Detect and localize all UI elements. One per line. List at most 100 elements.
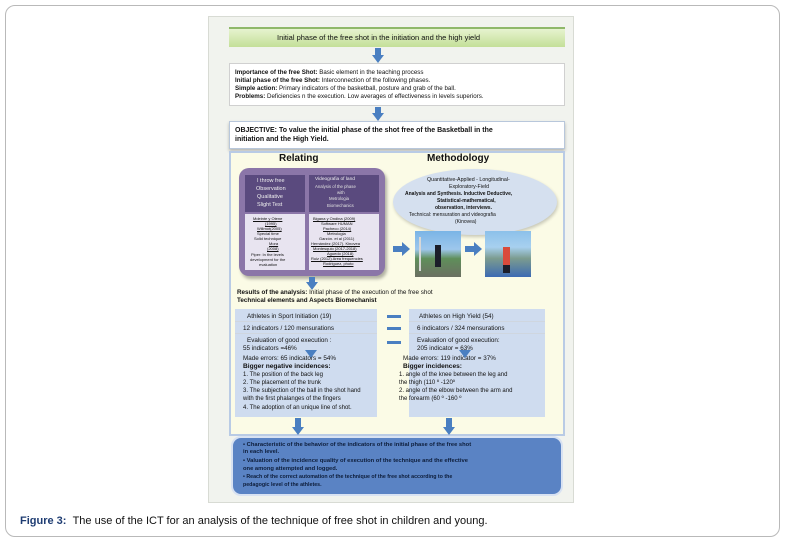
methodology-line-3: Analysis and Synthesis. Inductive Deduct… [405, 191, 513, 197]
relating-right-head-3: with [337, 190, 345, 195]
relating-left-body-4: Special time [257, 231, 279, 236]
relating-left-body-1: Mdeinte y Otene [253, 216, 283, 221]
left-indicators: 12 indicators / 120 mensurations [243, 325, 335, 332]
left-item-2: 2. The placement of the trunk [243, 380, 321, 386]
right-item-2: the thigh (110 º -120º [399, 380, 455, 386]
objective-line-2: initiation and the High Yield. [235, 136, 329, 143]
relating-right-head-5: Biomechanics [327, 203, 354, 208]
relating-left-body-2: (1995) [265, 221, 277, 226]
relating-left-body-10: evaluation [259, 262, 278, 267]
relating-right-body-9: Ruiz (2012) Area frequencies [311, 256, 363, 261]
relating-right-body [309, 214, 379, 270]
left-item-5: 4. The adoption of an unique line of sho… [243, 405, 352, 411]
relating-left-body-8: Piper: In the levels [251, 252, 284, 257]
left-errors: Made errors: 65 indicators = 54% [243, 355, 336, 362]
left-bigger: Bigger negative incidences: [243, 363, 331, 370]
divider [409, 321, 545, 322]
right-athletes: Athletes on High Yield (54) [419, 313, 494, 320]
arrow-down-icon [306, 282, 318, 290]
double-arrow-icon [387, 327, 401, 330]
intro-line-4: Problems: Deficiencies n the execution. … [235, 93, 484, 100]
arrow-down-icon [372, 113, 384, 121]
intro-line-2: Initial phase of the free Shot: Intercon… [235, 77, 431, 84]
arrow-stem [375, 48, 381, 56]
left-eval-2: 55 indicators =46% [243, 345, 297, 352]
relating-left-body-5: Solid technique [254, 236, 282, 241]
relating-left-head-1: I throw free [257, 178, 285, 184]
photo-figure [503, 247, 510, 267]
left-item-3: 3. The subjection of the ball in the sho… [243, 388, 361, 394]
divider [409, 333, 545, 334]
results-line-2: Technical elements and Aspects Biomechan… [237, 297, 377, 304]
methodology-oval [393, 169, 557, 235]
left-eval-1: Evaluation of good execution : [247, 337, 332, 344]
conclusion-box [231, 436, 563, 496]
methodology-line-1: Quantitative-Applied - Longitudinal- [427, 177, 510, 183]
left-comparison-column [235, 309, 377, 417]
methodology-title: Methodology [427, 153, 490, 164]
relating-right-body-3: Pacheco (2014) [323, 226, 352, 231]
caption-text: The use of the ICT for an analysis of th… [72, 515, 488, 527]
poster-header [229, 27, 565, 47]
photo-figure-legs [503, 265, 510, 273]
relating-right-head-4: Metrologia [329, 196, 350, 201]
header-title: Initial phase of the free shot in the in… [277, 33, 481, 42]
right-item-1: 1. angle of the knee between the leg and [399, 372, 508, 378]
divider [235, 333, 377, 334]
divider [235, 321, 377, 322]
results-line-1: Results of the analysis: Initial phase o… [237, 289, 433, 296]
relating-right-body-2: Software HUMAN [321, 221, 353, 226]
methodology-line-4: Statistical-mathematical, [437, 198, 496, 204]
right-bigger: Bigger incidences: [403, 363, 462, 370]
arrow-stem [446, 418, 452, 428]
arrow-stem [375, 107, 381, 114]
right-indicators: 6 indicators / 324 mensurations [417, 325, 505, 332]
right-item-3: 2. angle of the elbow between the arm an… [399, 388, 513, 394]
arrow-down-icon [372, 55, 384, 63]
arrow-down-icon [459, 350, 471, 358]
objective-line-1: OBJECTIVE: To value the initial phase of… [235, 127, 493, 134]
relating-left-body-3: Willmot(2005) [257, 226, 282, 231]
photo-court-2 [485, 231, 531, 277]
relating-right-head-2: Analysis of the phase [315, 184, 356, 189]
arrow-right-head [474, 242, 482, 256]
double-arrow-icon [387, 341, 401, 344]
intro-line-1: Importance of the free Shot: Basic eleme… [235, 69, 424, 76]
relating-right-body-6: Hernández (2017). Kinovea [311, 241, 360, 246]
relating-right-head-1: Videografia of land [315, 177, 355, 182]
conclusion-b3-2: pedagogic level of the athletes. [243, 482, 322, 488]
relating-right-body-1: Bigana y Ondina (2009) [313, 216, 356, 221]
conclusion-b2-2: one among attempted and logged. [243, 466, 338, 472]
relating-right-body-5: Garzón. et al (2011) [319, 236, 355, 241]
figure-caption: Figure 3: The use of the ICT for an anal… [20, 515, 488, 527]
conclusion-b2-1: • Valuation of the incidence quality of … [243, 458, 468, 464]
relating-right-head [309, 175, 379, 212]
arrow-down-icon [292, 427, 304, 435]
photo-post [419, 237, 421, 271]
arrow-right-icon [393, 246, 403, 252]
methodology-line-2: Exploratory-Field [449, 184, 490, 190]
arrow-right-head [402, 242, 410, 256]
relating-right-body-10: Rodriguez, photo [323, 261, 354, 266]
left-athletes: Athletes in Sport Initiation (19) [247, 313, 332, 320]
methodology-line-5: observation, interviews. [435, 205, 492, 211]
relating-left-body-9: development for the [250, 257, 286, 262]
right-item-4: the forearm (60 º -160 º [399, 396, 462, 402]
intro-box [229, 63, 565, 106]
relating-left-body-7: (2008) [267, 246, 279, 251]
relating-left-head-4: Slight Test [257, 202, 283, 208]
arrow-stem [309, 277, 315, 283]
photo-figure [435, 245, 441, 267]
left-item-1: 1. The position of the back leg [243, 372, 323, 378]
right-eval-2: 205 indicator = 63% [417, 345, 473, 352]
right-comparison-column [409, 309, 545, 417]
relating-right-body-8: Aguedo (2018) [327, 251, 354, 256]
right-eval-1: Evaluation of good execution: [417, 337, 500, 344]
conclusion-b1-1: • Characteristic of the behavior of the … [243, 442, 472, 448]
relating-left-body [245, 214, 305, 270]
double-arrow-icon [387, 315, 401, 318]
poster: Initial phase of the free shot in the in… [208, 16, 574, 503]
relating-left-head-3: Qualitative [257, 194, 283, 200]
arrow-down-icon [443, 427, 455, 435]
relating-left-head [245, 175, 305, 212]
